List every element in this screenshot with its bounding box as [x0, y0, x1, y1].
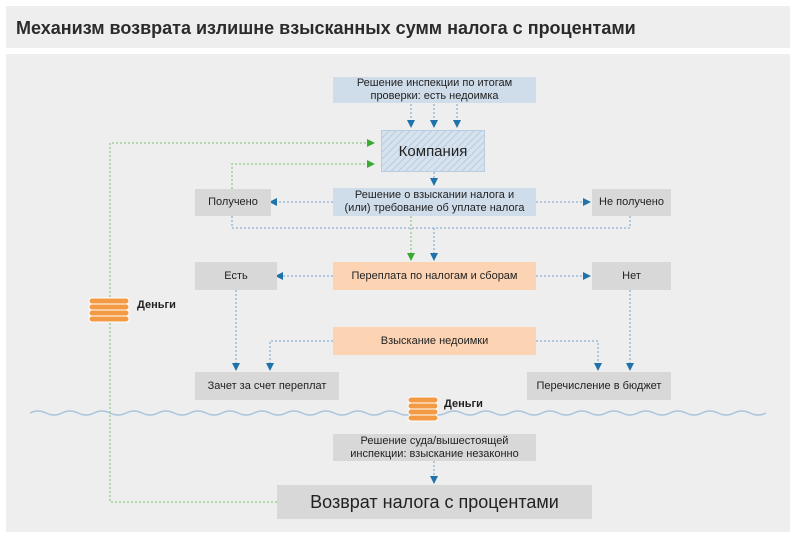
- box-overpayment: Переплата по налогам и сборам: [333, 262, 536, 290]
- arrow-arrears-budget: [536, 340, 602, 371]
- box-company: Компания: [381, 130, 485, 172]
- box-refund: Возврат налога с процентами: [277, 485, 592, 519]
- box-arrears-collection: Взыскание недоимки: [333, 327, 536, 355]
- arrow-refund-company: [109, 139, 375, 503]
- box-collection-decision: Решение о взыскании налога и (или) требо…: [333, 188, 536, 216]
- box-yes: Есть: [195, 262, 277, 290]
- box-received: Получено: [195, 189, 271, 216]
- arrow-arrears-offset: [266, 340, 333, 371]
- wave-divider: [29, 410, 767, 416]
- box-no: Нет: [592, 262, 671, 290]
- page-title: Механизм возврата излишне взысканных сум…: [6, 6, 790, 48]
- money-label-left: Деньги: [137, 299, 176, 311]
- box-inspection-decision: Решение инспекции по итогам проверки: ес…: [333, 77, 536, 103]
- box-budget-transfer: Перечисление в бюджет: [527, 372, 671, 400]
- coin-stack-icon: [88, 297, 130, 323]
- arrow-received-company: [231, 160, 375, 189]
- box-court-decision: Решение суда/вышестоящей инспекции: взыс…: [333, 434, 536, 461]
- coin-stack-icon: [407, 396, 439, 422]
- box-offset: Зачет за счет переплат: [195, 372, 339, 400]
- money-label-center: Деньги: [444, 398, 483, 410]
- line-received-loop: [231, 216, 631, 229]
- box-not-received: Не получено: [592, 189, 671, 216]
